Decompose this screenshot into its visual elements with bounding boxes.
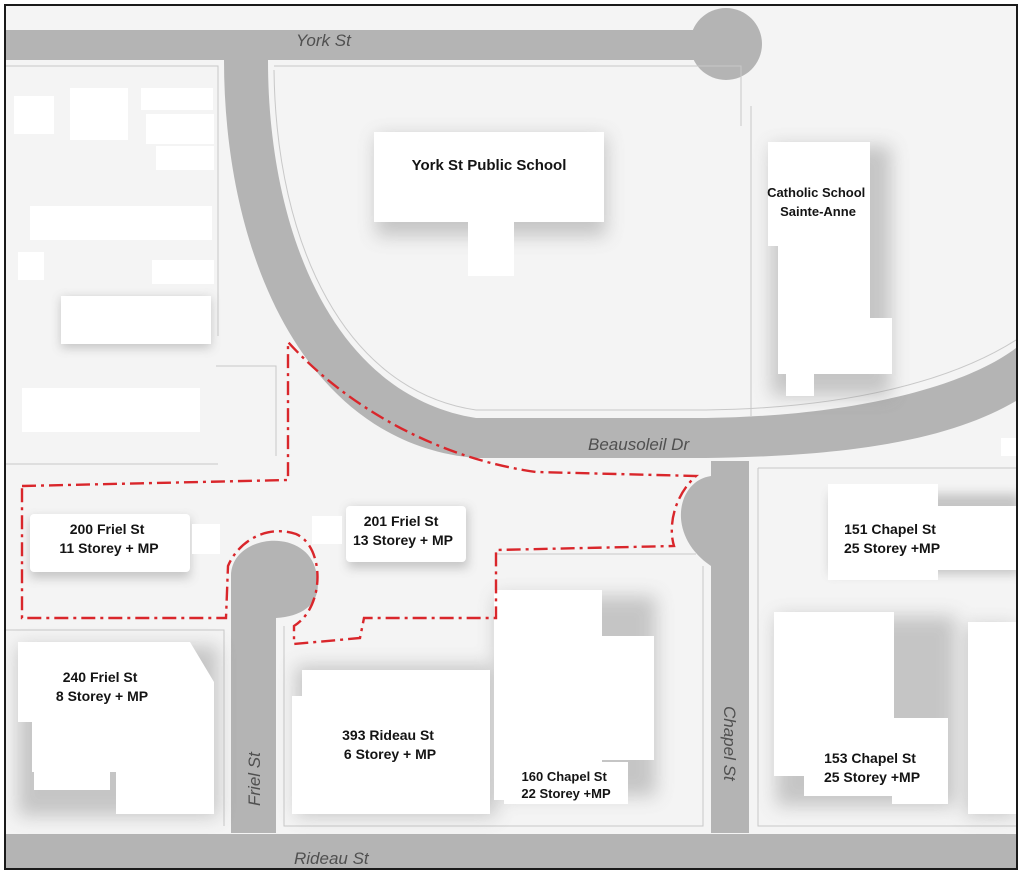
friel-st-road <box>231 540 318 833</box>
label-line: 8 Storey + MP <box>56 688 148 704</box>
rideau-st-road <box>6 834 1016 868</box>
label-151-chapel: 151 Chapel St 25 Storey +MP <box>844 521 940 556</box>
chapel-st-road <box>711 461 749 833</box>
site-boundary-west <box>20 338 700 646</box>
street-label-beausoleil: Beausoleil Dr <box>588 435 690 454</box>
site-plan-map[interactable]: York St Beausoleil Dr Friel St Chapel St… <box>6 6 1016 868</box>
street-label-rideau: Rideau St <box>294 849 370 868</box>
label-line: 25 Storey +MP <box>824 769 920 785</box>
label-240-friel: 240 Friel St 8 Storey + MP <box>56 669 148 704</box>
label-line: 6 Storey + MP <box>344 746 436 762</box>
chapel-st-bulb <box>680 476 711 566</box>
street-label-friel: Friel St <box>245 751 264 806</box>
label-160-chapel: 160 Chapel St 22 Storey +MP <box>521 769 611 801</box>
label-line: 22 Storey +MP <box>521 786 611 801</box>
label-line: Sainte-Anne <box>780 204 856 219</box>
label-201-friel: 201 Friel St 13 Storey + MP <box>353 513 453 548</box>
york-to-beausoleil-curve <box>224 60 1016 458</box>
label-393-rideau: 393 Rideau St 6 Storey + MP <box>342 727 438 762</box>
map-frame: York St Beausoleil Dr Friel St Chapel St… <box>4 4 1018 870</box>
label-line: 200 Friel St <box>70 521 145 537</box>
label-line: 201 Friel St <box>364 513 439 529</box>
roads <box>6 8 1016 868</box>
york-st-road <box>6 30 751 60</box>
street-labels: York St Beausoleil Dr Friel St Chapel St… <box>245 31 739 868</box>
label-york-st-public-school: York St Public School <box>412 157 567 174</box>
label-line: 151 Chapel St <box>844 521 936 537</box>
site-boundary <box>20 338 700 646</box>
label-line: 13 Storey + MP <box>353 532 453 548</box>
street-label-chapel: Chapel St <box>720 706 739 782</box>
label-line: 11 Storey + MP <box>59 540 158 556</box>
label-153-chapel: 153 Chapel St 25 Storey +MP <box>824 750 920 785</box>
393-rideau-building <box>292 670 490 814</box>
label-line: 240 Friel St <box>63 669 138 685</box>
street-label-york: York St <box>296 31 352 50</box>
catholic-school-sainte-anne-building <box>768 142 892 396</box>
label-line: Catholic School <box>767 185 865 200</box>
building-labels: York St Public School Catholic School Sa… <box>56 157 940 801</box>
label-catholic-school-sainte-anne: Catholic School Sainte-Anne <box>767 185 869 219</box>
label-line: 393 Rideau St <box>342 727 434 743</box>
york-st-cul-de-sac <box>690 8 762 80</box>
york-st-public-school-building <box>374 132 604 276</box>
buildings-geometry <box>14 88 1016 814</box>
label-line: 25 Storey +MP <box>844 540 940 556</box>
label-line: 160 Chapel St <box>522 769 608 784</box>
label-200-friel: 200 Friel St 11 Storey + MP <box>59 521 158 556</box>
label-line: 153 Chapel St <box>824 750 916 766</box>
curb-lines <box>6 65 1016 827</box>
label-line: York St Public School <box>412 157 567 174</box>
